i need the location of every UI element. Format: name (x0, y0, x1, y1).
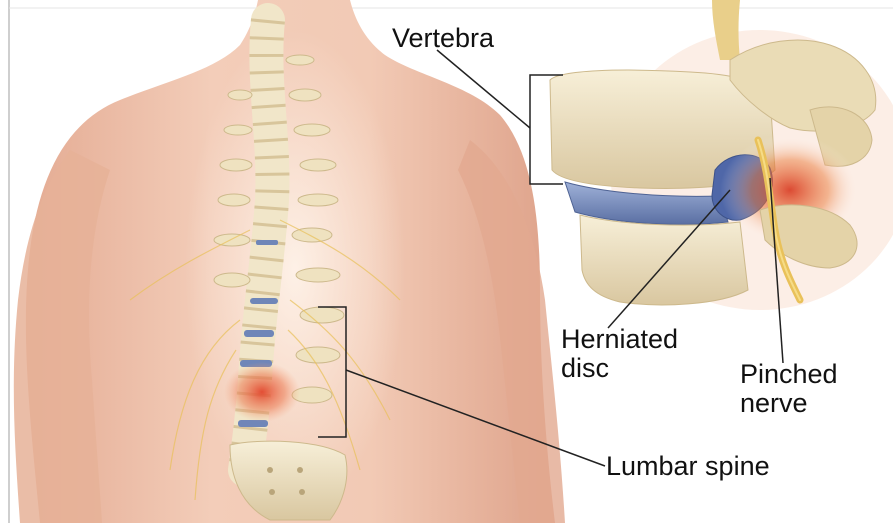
vertebra-label: Vertebra (392, 24, 494, 53)
lumbar-spine-label: Lumbar spine (606, 452, 770, 481)
pinched-nerve-label: Pinched nerve (740, 360, 838, 418)
vertebra-closeup-inset (550, 0, 893, 310)
herniated-disc-label: Herniated disc (561, 325, 678, 383)
